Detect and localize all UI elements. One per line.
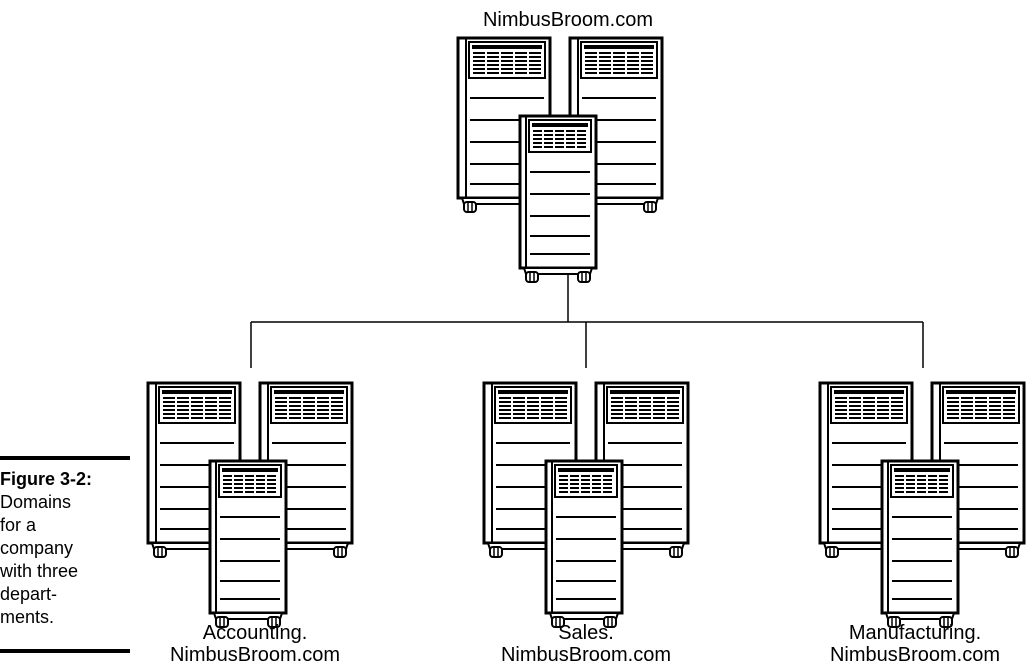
caption-line: depart-	[0, 584, 58, 604]
accounting-domain-label: Accounting. NimbusBroom.com	[150, 622, 360, 666]
sales-server-cluster	[484, 383, 688, 627]
connector-lines	[250, 268, 924, 368]
caption-line: for a	[0, 515, 37, 535]
caption-line: Domains	[0, 492, 72, 512]
accounting-domain-text: NimbusBroom.com	[169, 644, 341, 666]
figure-caption: Figure 3-2: Domains for a company with t…	[0, 456, 132, 653]
sales-subdomain-text: Sales.	[558, 622, 614, 644]
accounting-subdomain-text: Accounting.	[202, 622, 308, 644]
manufacturing-domain-label: Manufacturing. NimbusBroom.com	[810, 622, 1020, 666]
root-domain-label: NimbusBroom.com	[468, 9, 668, 31]
root-server-cluster	[458, 38, 662, 282]
manufacturing-server-cluster	[820, 383, 1024, 627]
caption-line: with three	[0, 561, 79, 581]
caption-bottom-rule	[0, 649, 130, 653]
caption-line: ments.	[0, 607, 55, 627]
root-domain-name: NimbusBroom.com	[482, 9, 654, 31]
manufacturing-subdomain-text: Manufacturing.	[848, 622, 982, 644]
figure-number: Figure 3-2:	[0, 469, 93, 489]
caption-top-rule	[0, 456, 130, 460]
sales-domain-label: Sales. NimbusBroom.com	[471, 622, 701, 666]
caption-line: company	[0, 538, 74, 558]
manufacturing-domain-text: NimbusBroom.com	[829, 644, 1001, 666]
sales-domain-text: NimbusBroom.com	[500, 644, 672, 666]
accounting-server-cluster	[148, 383, 352, 627]
